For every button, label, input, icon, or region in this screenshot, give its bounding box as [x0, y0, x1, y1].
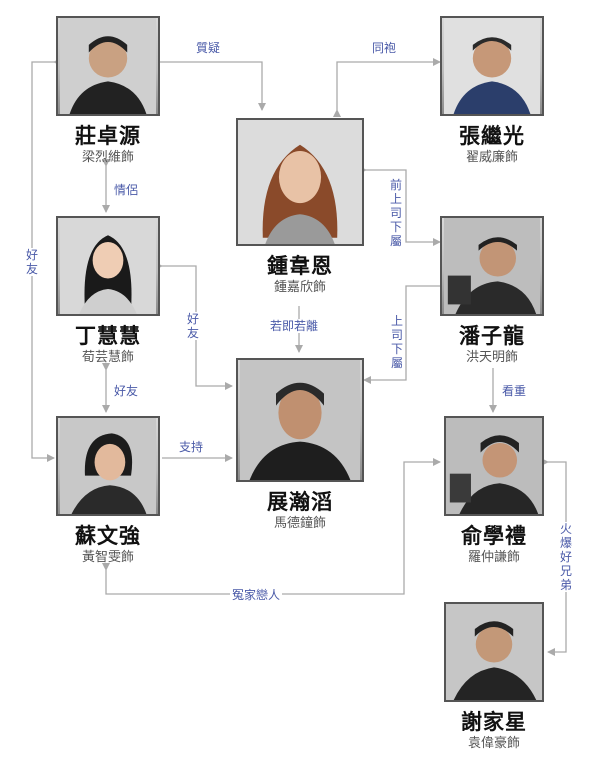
portrait-photo [56, 416, 160, 516]
character-zhang: 張繼光 翟威廉飾 [440, 16, 544, 166]
relation-label-shangsi: 上司下屬 [390, 314, 404, 370]
relation-label-zhiyi: 質疑 [196, 41, 221, 55]
actor-name: 荀芸慧飾 [81, 350, 134, 365]
relation-label-ruoji: 若即若離 [270, 319, 319, 333]
actor-name: 馬德鐘飾 [273, 516, 326, 531]
character-su: 蘇文強 黃智雯飾 [56, 416, 160, 566]
character-yu: 俞學禮 羅仲謙飾 [444, 416, 544, 566]
actor-name: 翟威廉飾 [465, 150, 518, 165]
character-zhuang: 莊卓源 梁烈維飾 [56, 16, 160, 166]
portrait-photo [444, 416, 544, 516]
portrait-photo [56, 16, 160, 116]
character-name: 蘇文強 [75, 524, 141, 548]
actor-name: 黃智雯飾 [81, 550, 134, 565]
portrait-photo [440, 216, 544, 316]
character-pan: 潘子龍 洪天明飾 [440, 216, 544, 366]
actor-name: 鍾嘉欣飾 [273, 280, 326, 295]
relation-label-qinglu: 情侶 [114, 183, 139, 197]
relation-label-haoyou-left: 好友 [25, 248, 39, 276]
relation-label-qianshangsi: 前上司下屬 [389, 178, 403, 248]
character-name: 俞學禮 [461, 524, 527, 548]
edge-yuanjia [102, 458, 441, 595]
character-name: 潘子龍 [459, 324, 525, 348]
character-ding: 丁慧慧 荀芸慧飾 [56, 216, 160, 366]
character-zhong: 鍾韋恩 鍾嘉欣飾 [236, 118, 364, 298]
portrait-photo [56, 216, 160, 316]
character-zhan: 展瀚滔 馬德鐘飾 [236, 358, 364, 538]
relation-label-huobao: 火爆好兄弟 [559, 522, 573, 592]
relation-label-tongpao: 同袍 [372, 41, 397, 55]
character-xie: 謝家星 袁偉豪飾 [444, 602, 544, 752]
edge-zhiyi [160, 61, 266, 111]
edge-shangsi [363, 282, 447, 384]
actor-name: 洪天明飾 [465, 350, 518, 365]
character-name: 莊卓源 [75, 124, 141, 148]
edge-qianshangsi [359, 166, 441, 246]
relation-label-haoyou-mid: 好友 [186, 312, 200, 340]
character-name: 鍾韋恩 [267, 254, 333, 278]
character-name: 丁慧慧 [75, 324, 141, 348]
character-name: 展瀚滔 [267, 490, 333, 514]
relation-label-zhichi: 支持 [179, 440, 204, 454]
character-name: 謝家星 [461, 710, 527, 734]
relation-label-yuanjia: 冤家戀人 [230, 588, 283, 602]
character-name: 張繼光 [459, 124, 525, 148]
actor-name: 羅仲謙飾 [467, 550, 520, 565]
relation-label-haoyou-ding-su: 好友 [114, 384, 139, 398]
portrait-photo [444, 602, 544, 702]
portrait-photo [236, 118, 364, 246]
portrait-photo [236, 358, 364, 482]
edge-tongpao [333, 58, 441, 117]
actor-name: 梁烈維飾 [81, 150, 134, 165]
actor-name: 袁偉豪飾 [467, 736, 520, 751]
relation-label-kanzhong: 看重 [502, 384, 527, 398]
portrait-photo [440, 16, 544, 116]
